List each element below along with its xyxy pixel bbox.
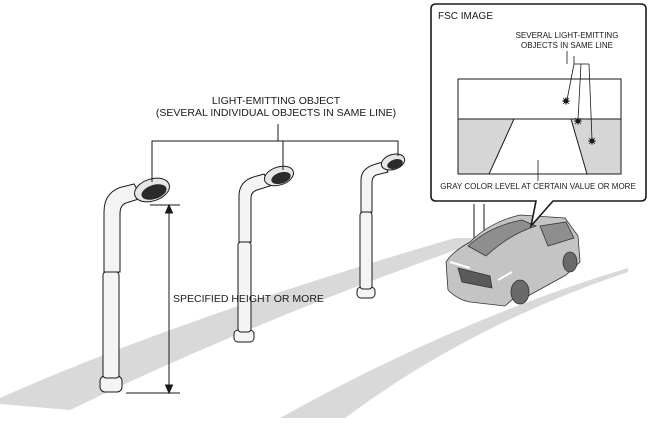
car-grille [457, 267, 493, 289]
inset-pointer-lines [566, 51, 593, 141]
fsc-image-callout: FSC IMAGE SEVERAL LIGHT-EMITTING OBJECTS… [430, 3, 647, 229]
height-dimension [126, 203, 180, 395]
car-front-wheel [510, 279, 530, 305]
height-label: SPECIFIED HEIGHT OR MORE [173, 293, 324, 305]
camera-frame [457, 78, 622, 175]
car [445, 214, 581, 307]
inset-title: FSC IMAGE [438, 11, 493, 22]
car-side-window [539, 221, 575, 247]
inset-objects-line2: OBJECTS IN SAME LINE [521, 41, 613, 50]
gray-level-label: GRAY COLOR LEVEL AT CERTAIN VALUE OR MOR… [440, 182, 636, 191]
street-lamp-2 [233, 165, 295, 343]
object-bracket [151, 124, 399, 182]
object-label-line2: (SEVERAL INDIVIDUAL OBJECTS IN SAME LINE… [156, 107, 396, 119]
light-spot-2 [574, 117, 582, 125]
road-in-image [488, 118, 588, 175]
road-strip-right [280, 268, 628, 418]
car-headlight-left [449, 261, 471, 269]
object-label-line1: LIGHT-EMITTING OBJECT [212, 95, 341, 107]
inset-objects-line1: SEVERAL LIGHT-EMITTING [516, 31, 619, 40]
light-spot-1 [562, 97, 570, 105]
car-headlight-right [497, 271, 513, 281]
street-lamp-1 [99, 177, 170, 393]
light-spot-3 [588, 137, 596, 145]
car-windshield [467, 219, 538, 257]
car-rear-wheel [562, 251, 578, 273]
light-spots [562, 97, 596, 145]
street-lamp-3 [356, 153, 406, 299]
